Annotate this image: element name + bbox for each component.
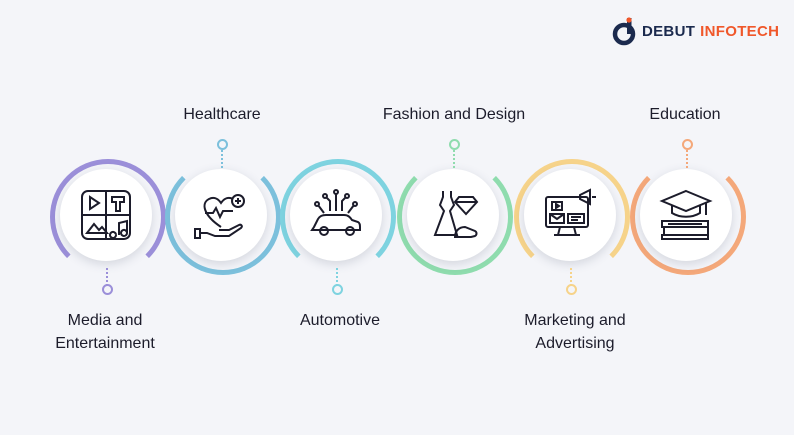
fashion-connector-dot — [449, 139, 460, 150]
marketing-connector-dot — [566, 284, 577, 295]
education-icon — [659, 189, 713, 240]
label-media-entertainment: Media and Entertainment — [55, 312, 155, 352]
marketing-ring — [514, 159, 630, 275]
fashion-design-icon — [433, 191, 479, 238]
label-automotive: Automotive — [299, 312, 381, 329]
healthcare-icon — [194, 194, 245, 239]
automotive-connector-dot — [332, 284, 343, 295]
brand-mark-icon — [612, 17, 636, 46]
education-ring — [630, 159, 746, 275]
automotive-node — [290, 169, 382, 261]
fashion-design-node — [407, 169, 499, 261]
automotive-icon — [310, 189, 361, 236]
brand-name-primary: DEBUT — [642, 22, 696, 40]
education-connector-dot — [682, 139, 693, 150]
media-entertainment-node — [60, 169, 152, 261]
fashion-ring — [397, 159, 513, 275]
healthcare-node — [175, 169, 267, 261]
label-marketing-advertising: Marketing and Advertising — [524, 312, 626, 352]
label-healthcare: Healthcare — [183, 106, 261, 123]
healthcare-connector-dot — [217, 139, 228, 150]
automotive-ring — [280, 159, 396, 275]
education-node — [640, 169, 732, 261]
media-entertainment-icon — [81, 190, 131, 240]
marketing-advertising-icon — [545, 188, 596, 236]
brand-name-secondary: INFOTECH — [700, 22, 780, 40]
label-education: Education — [649, 106, 721, 123]
label-fashion-design: Fashion and Design — [382, 106, 526, 123]
media-ring — [50, 159, 166, 275]
healthcare-ring — [165, 159, 281, 275]
media-connector-dot — [102, 284, 113, 295]
marketing-advertising-node — [524, 169, 616, 261]
